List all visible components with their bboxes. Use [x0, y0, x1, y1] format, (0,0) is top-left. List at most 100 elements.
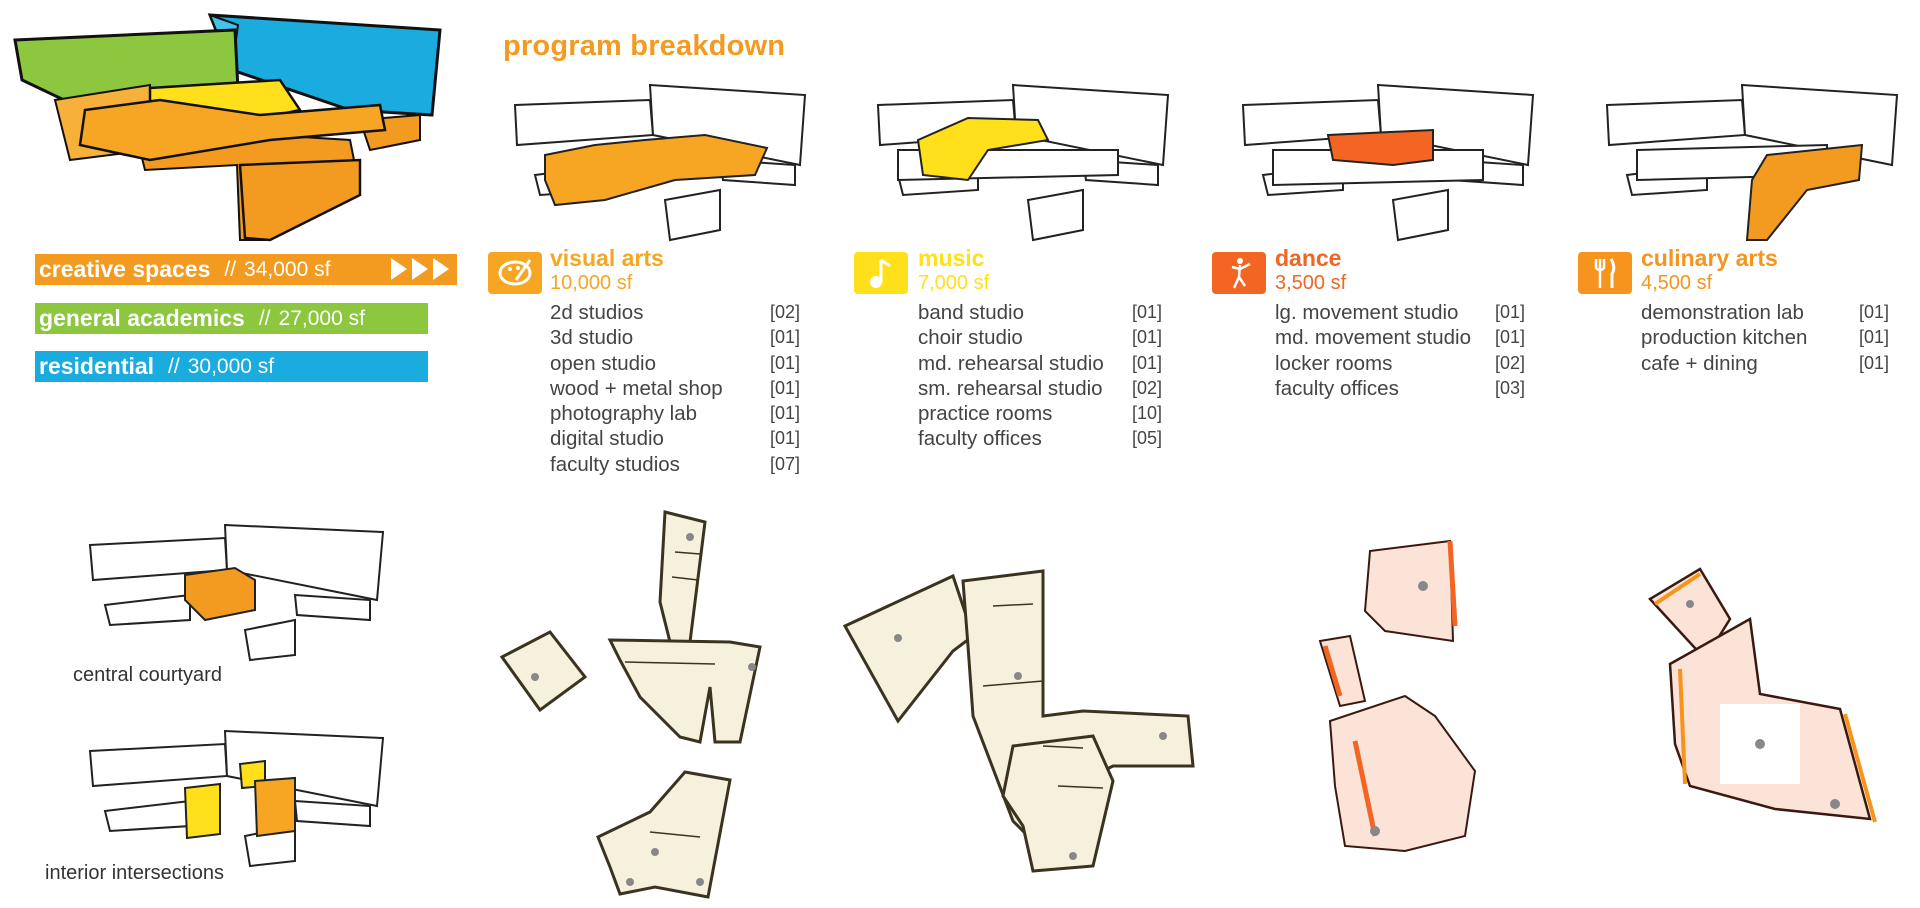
bar-label: creative spaces — [39, 256, 211, 282]
room-count: [01] — [1859, 327, 1890, 348]
program-name-culinary: culinary arts — [1641, 245, 1778, 271]
massing-visual-arts — [513, 83, 807, 242]
room-count: [01] — [1859, 302, 1890, 322]
room-name: open studio — [550, 351, 657, 375]
bar-residential: residential // 30,000 sf — [35, 351, 428, 382]
room-item: photography lab [01] — [550, 401, 802, 426]
bar-separator: // — [258, 306, 271, 330]
room-item: 2d studios [02] — [550, 300, 802, 325]
room-count: [02] — [770, 302, 801, 322]
room-name: photography lab — [550, 402, 698, 426]
room-count: [05] — [1132, 428, 1163, 449]
room-count: [07] — [770, 453, 801, 474]
room-name: md. movement studio — [1275, 326, 1471, 350]
caption-central-courtyard: central courtyard — [73, 664, 222, 686]
room-list-music: band studio [01] choir studio [01] md. reh… — [918, 300, 1168, 452]
room-item: open studio [01] — [550, 351, 802, 376]
room-item: 3d studio [01] — [550, 325, 802, 350]
room-count: [02] — [1495, 352, 1526, 373]
room-name: band studio — [918, 301, 1025, 324]
massing-central-courtyard — [88, 523, 385, 662]
room-item: choir studio [01] — [918, 325, 1168, 350]
room-item: demonstration lab [01] — [1641, 300, 1891, 325]
room-count: [01] — [1132, 327, 1163, 348]
bar-general-academics: general academics // 27,000 sf — [35, 303, 428, 334]
room-list-dance: lg. movement studio [01] md. movement stu… — [1275, 300, 1530, 401]
room-name: faculty offices — [1275, 376, 1399, 400]
dancer-icon — [1212, 252, 1266, 294]
bar-creative-spaces: creative spaces // 34,000 sf — [35, 254, 457, 285]
room-name: 3d studio — [550, 326, 634, 350]
room-item: band studio [01] — [918, 300, 1168, 325]
room-item: lg. movement studio [01] — [1275, 300, 1530, 325]
room-name: md. rehearsal studio — [918, 351, 1104, 375]
room-count: [01] — [1132, 302, 1163, 322]
room-name: digital studio — [550, 427, 664, 451]
floor-plan-visual-arts — [499, 510, 762, 899]
room-name: choir studio — [918, 326, 1023, 350]
room-item: sm. rehearsal studio [02] — [918, 376, 1168, 401]
room-count: [03] — [1495, 377, 1526, 398]
floor-plan-culinary — [1648, 567, 1877, 823]
room-count: [01] — [1495, 327, 1526, 348]
room-count: [01] — [770, 352, 801, 373]
program-area-visual-arts: 10,000 sf — [550, 272, 633, 294]
massing-music — [876, 83, 1170, 242]
room-item: faculty offices [03] — [1275, 376, 1530, 401]
massing-culinary — [1605, 83, 1899, 241]
bar-label: residential — [39, 353, 155, 379]
page-title: program breakdown — [503, 30, 786, 62]
bar-separator: // — [224, 257, 237, 281]
room-name: 2d studios — [550, 301, 644, 324]
room-list-visual-arts: 2d studios [02] 3d studio [01] open studio… — [550, 300, 802, 477]
caption-interior-intersections: interior intersections — [45, 862, 224, 884]
room-name: lg. movement studio — [1275, 301, 1459, 324]
room-item: production kitchen [01] — [1641, 325, 1891, 350]
music-note-icon — [854, 252, 908, 294]
room-name: locker rooms — [1275, 351, 1393, 375]
program-area-dance: 3,500 sf — [1275, 272, 1347, 294]
fork-knife-icon — [1578, 252, 1632, 294]
room-name: practice rooms — [918, 402, 1053, 426]
room-name: demonstration lab — [1641, 301, 1804, 324]
floor-plan-dance — [1318, 539, 1477, 853]
bar-label: general academics — [39, 305, 245, 331]
room-name: faculty offices — [918, 427, 1042, 451]
room-name: wood + metal shop — [550, 376, 723, 400]
room-count: [02] — [1132, 377, 1163, 398]
palette-icon — [488, 252, 542, 294]
room-item: wood + metal shop [01] — [550, 376, 802, 401]
room-count: [01] — [1495, 302, 1526, 322]
room-count: [01] — [770, 377, 801, 398]
program-area-music: 7,000 sf — [918, 272, 990, 294]
triple-arrow-icon — [391, 258, 449, 280]
room-item: faculty studios [07] — [550, 452, 802, 477]
program-name-visual-arts: visual arts — [550, 245, 664, 271]
room-count: [01] — [770, 428, 801, 449]
room-count: [01] — [770, 327, 801, 348]
bar-separator: // — [168, 354, 180, 378]
room-name: faculty studios — [550, 452, 680, 476]
bar-area: 27,000 sf — [278, 306, 365, 330]
bar-area: 30,000 sf — [187, 354, 275, 378]
massing-dance — [1241, 83, 1535, 242]
massing-interior-intersections — [88, 729, 385, 868]
room-name: sm. rehearsal studio — [918, 376, 1103, 400]
program-name-music: music — [918, 245, 985, 271]
room-item: practice rooms [10] — [918, 401, 1168, 426]
bar-area: 34,000 sf — [244, 257, 331, 281]
room-item: md. movement studio [01] — [1275, 325, 1530, 350]
room-item: md. rehearsal studio [01] — [918, 351, 1168, 376]
room-item: locker rooms [02] — [1275, 351, 1530, 376]
room-count: [01] — [1132, 352, 1163, 373]
room-count: [01] — [770, 403, 801, 424]
program-name-dance: dance — [1275, 245, 1342, 271]
program-area-culinary: 4,500 sf — [1641, 272, 1713, 294]
massing-model — [13, 13, 442, 242]
room-item: digital studio [01] — [550, 426, 802, 451]
floor-plan-music — [842, 569, 1195, 873]
room-name: cafe + dining — [1641, 351, 1758, 375]
room-count: [10] — [1132, 403, 1163, 424]
room-item: faculty offices [05] — [918, 426, 1168, 451]
room-name: production kitchen — [1641, 326, 1808, 350]
